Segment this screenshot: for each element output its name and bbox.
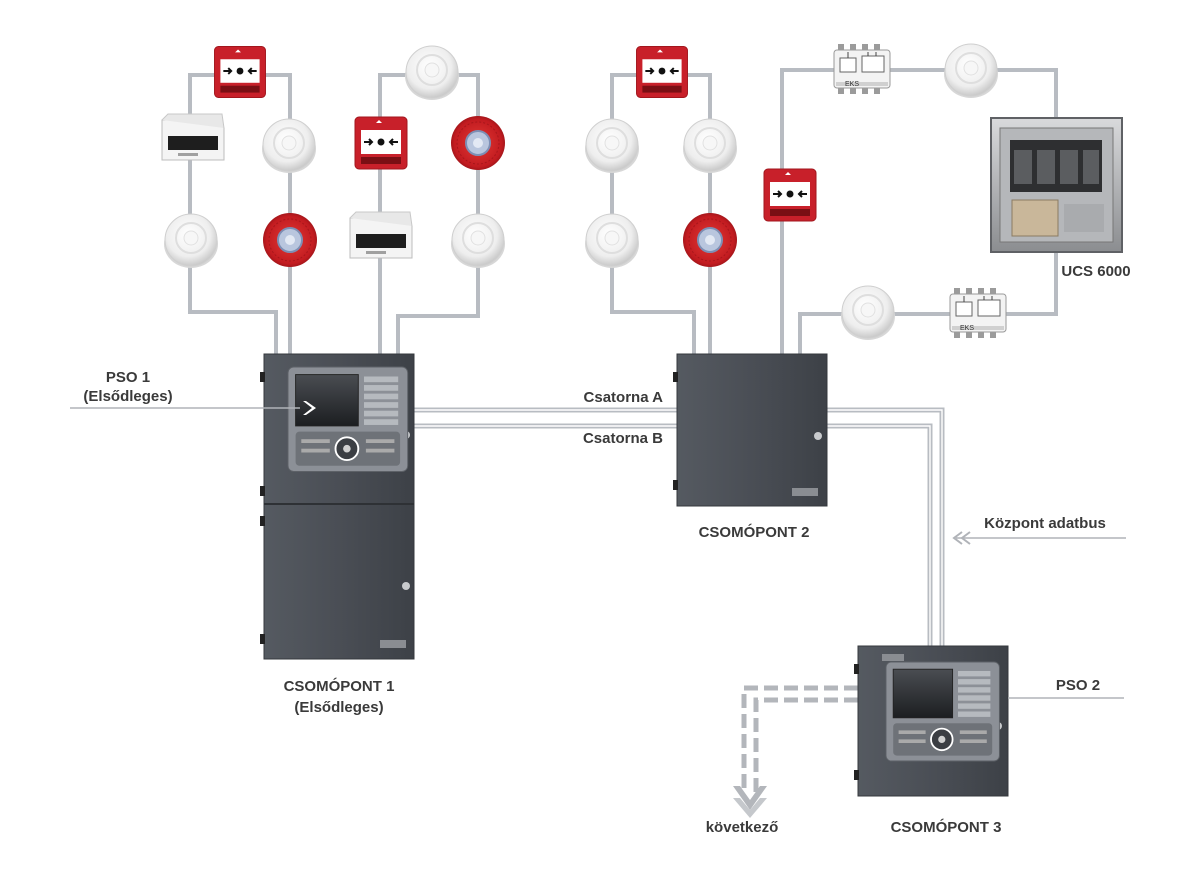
io-module-1: EKS xyxy=(833,43,891,95)
node-3-display xyxy=(885,661,1001,762)
ucs-6000-cabinet xyxy=(990,117,1123,253)
channel-a-label: Csatorna A xyxy=(584,389,664,406)
smoke-detector-2 xyxy=(163,213,219,269)
node-1-sublabel: (Elsődleges) xyxy=(294,699,383,716)
pso-2-label: PSO 2 xyxy=(1056,677,1100,694)
beam-detector-1 xyxy=(161,113,225,161)
pso-1-label: PSO 1 xyxy=(106,369,150,386)
call-point-1 xyxy=(213,45,267,99)
node-1-display xyxy=(287,366,409,473)
loop-2a xyxy=(610,73,712,356)
smoke-detector-3 xyxy=(404,45,460,101)
smoke-detector-9 xyxy=(840,285,896,341)
smoke-detector-8 xyxy=(943,43,999,99)
smoke-detector-5 xyxy=(584,118,640,174)
node-2-label: CSOMÓPONT 2 xyxy=(699,523,810,541)
call-point-4 xyxy=(763,168,817,222)
sounder-3 xyxy=(682,212,738,268)
sounder-2 xyxy=(450,115,506,171)
ucs-6000-label: UCS 6000 xyxy=(1061,263,1130,280)
smoke-detector-1 xyxy=(261,118,317,174)
next-node-link xyxy=(741,685,858,792)
channel-b-label: Csatorna B xyxy=(583,430,663,447)
sounder-1 xyxy=(262,212,318,268)
node-1-label: CSOMÓPONT 1 xyxy=(284,677,395,695)
smoke-detector-6 xyxy=(682,118,738,174)
loop-1b xyxy=(378,73,480,356)
call-point-3 xyxy=(635,45,689,99)
next-arrow-icon xyxy=(733,786,767,818)
beam-detector-2 xyxy=(349,211,413,259)
pso-1-sublabel: (Elsődleges) xyxy=(83,388,172,405)
central-bus-label: Központ adatbus xyxy=(984,515,1106,532)
node-2-panel xyxy=(673,353,828,507)
node-3-panel xyxy=(854,645,1009,797)
node-1-panel xyxy=(260,353,415,660)
smoke-detector-7 xyxy=(584,213,640,269)
next-label: következő xyxy=(706,819,779,836)
svg-text:EKS: EKS xyxy=(960,325,974,332)
smoke-detector-4 xyxy=(450,213,506,269)
io-module-2: EKS xyxy=(949,287,1007,339)
svg-text:EKS: EKS xyxy=(845,81,859,88)
call-point-2 xyxy=(354,116,408,170)
pso-1-pointer xyxy=(70,401,316,415)
central-bus-pointer xyxy=(952,531,1126,545)
node-3-label: CSOMÓPONT 3 xyxy=(891,818,1002,836)
